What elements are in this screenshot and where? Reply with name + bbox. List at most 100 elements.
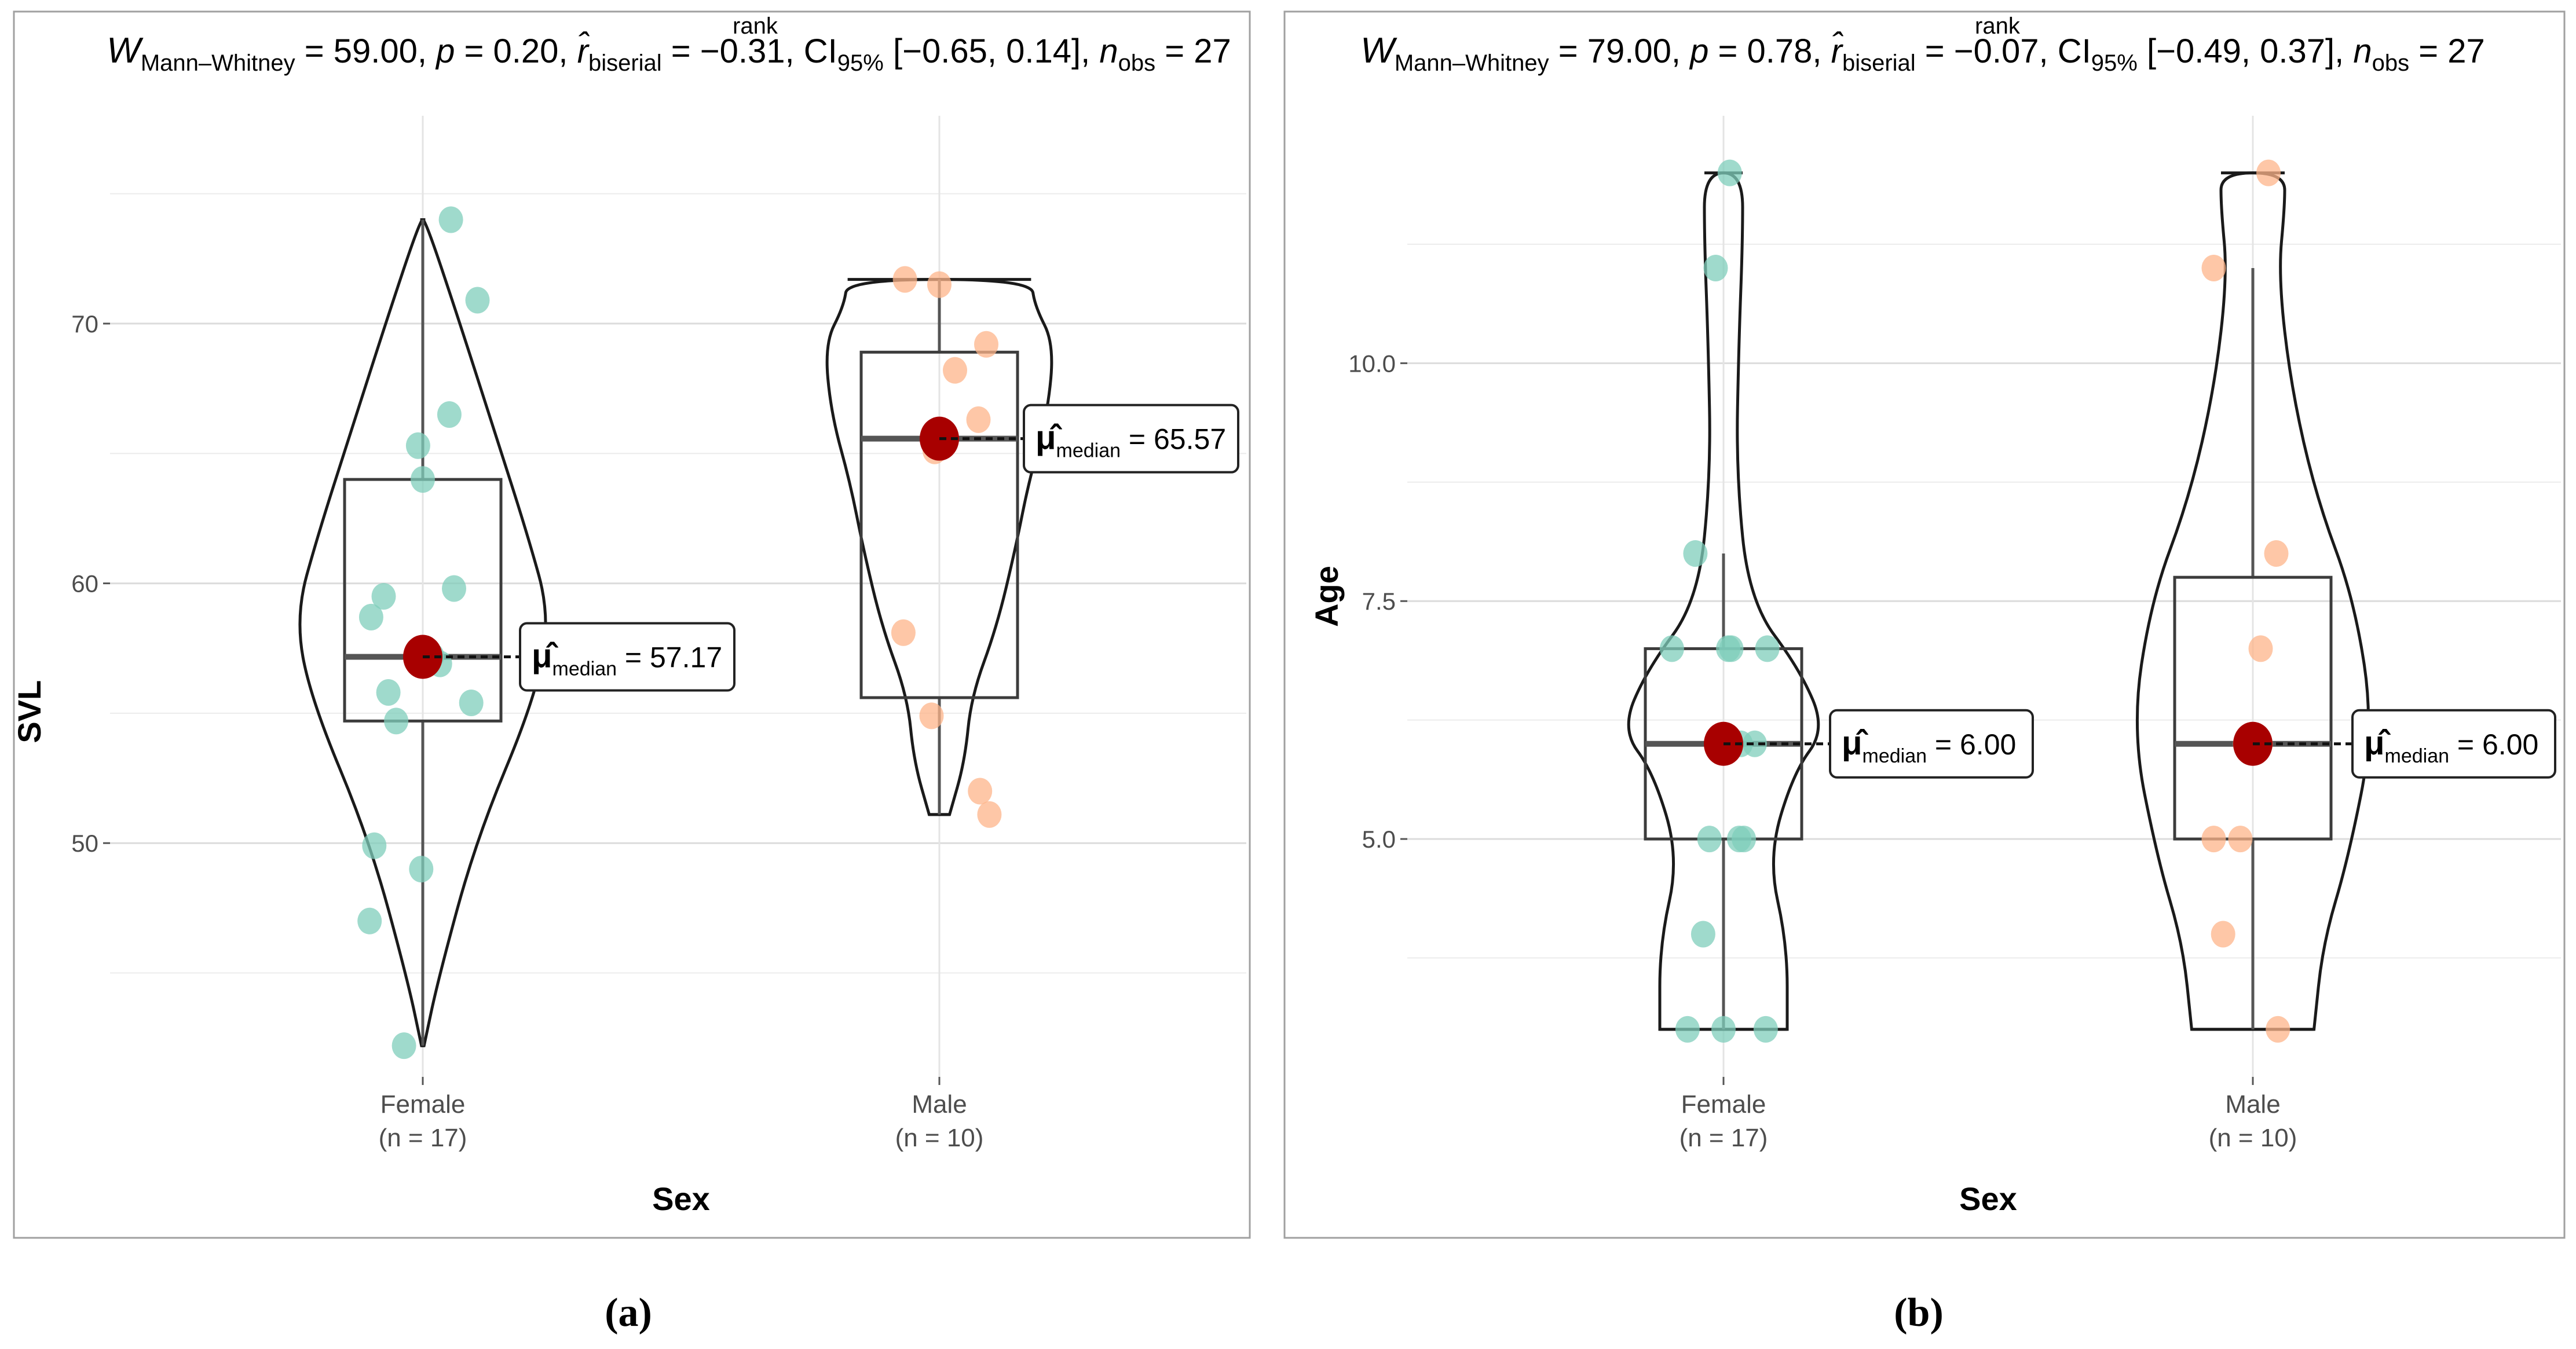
p-symbol: p bbox=[1689, 32, 1708, 70]
n-symbol: n bbox=[1099, 32, 1118, 70]
stats-subtitle: WMann–Whitney = 59.00, p = 0.20, r̂biser… bbox=[107, 31, 1231, 76]
sep: , bbox=[1812, 32, 1831, 70]
data-point bbox=[1711, 1016, 1736, 1043]
stat-symbol: W bbox=[1360, 31, 1397, 71]
ci-high: 0.14 bbox=[1006, 32, 1071, 70]
r-hat-symbol: r̂ bbox=[1831, 32, 1844, 70]
data-point bbox=[919, 702, 944, 730]
sep: , bbox=[1671, 32, 1690, 70]
median-label-box bbox=[1023, 404, 1239, 474]
data-point bbox=[2266, 1016, 2290, 1043]
stats-subtitle: WMann–Whitney = 79.00, p = 0.78, r̂biser… bbox=[1360, 31, 2484, 76]
x-axis-label: Sex bbox=[652, 1181, 710, 1217]
data-point bbox=[437, 401, 462, 428]
data-point bbox=[2201, 254, 2226, 281]
data-point bbox=[974, 331, 998, 358]
data-point bbox=[1683, 540, 1708, 567]
data-point bbox=[371, 583, 396, 610]
box-male bbox=[859, 350, 1019, 699]
median-label-box bbox=[2351, 709, 2556, 779]
equals-sign: = bbox=[1927, 728, 1960, 761]
n-value: 27 bbox=[2447, 32, 2485, 70]
y-axis-label: Age bbox=[1308, 566, 1345, 627]
p-value: 0.78 bbox=[1747, 32, 1813, 70]
violin-female bbox=[298, 218, 547, 1047]
data-point bbox=[968, 778, 993, 805]
data-point bbox=[1703, 254, 1728, 281]
r-hat-symbol: r̂ bbox=[577, 32, 590, 70]
panel-label: (b) bbox=[1894, 1291, 1944, 1335]
median-subscript: median bbox=[1056, 440, 1121, 462]
y-tick-label: 10.0 bbox=[1348, 350, 1396, 377]
x-tick-n-label: (n = 10) bbox=[2209, 1124, 2297, 1152]
data-point bbox=[442, 575, 466, 602]
data-point bbox=[391, 1032, 416, 1060]
p-symbol: p bbox=[435, 32, 455, 70]
r-superscript: rank bbox=[1975, 13, 2021, 39]
y-tick-label: 5.0 bbox=[1362, 826, 1396, 853]
ci-high: 0.37 bbox=[2260, 32, 2325, 70]
equals-sign: = bbox=[617, 641, 650, 674]
median-subscript: median bbox=[2385, 745, 2450, 767]
data-point bbox=[966, 406, 991, 433]
n-value: 27 bbox=[1194, 32, 1231, 70]
data-point bbox=[1755, 635, 1780, 662]
bracket-close: ], bbox=[1071, 32, 1099, 70]
data-point bbox=[1719, 635, 1744, 662]
r-superscript: rank bbox=[733, 13, 778, 39]
data-point bbox=[358, 603, 383, 630]
bracket-open: [ bbox=[884, 32, 902, 70]
x-tick-label: Female bbox=[380, 1090, 466, 1119]
ci-symbol: , CI bbox=[785, 32, 837, 70]
data-point bbox=[1675, 1016, 1700, 1043]
ci-subscript: 95% bbox=[837, 50, 884, 76]
data-point bbox=[1690, 921, 1715, 948]
data-point bbox=[2264, 540, 2289, 567]
y-tick-label: 50 bbox=[71, 830, 98, 857]
median-subscript: median bbox=[1863, 745, 1927, 767]
data-point bbox=[438, 206, 463, 233]
data-point bbox=[943, 357, 967, 384]
sep: , bbox=[987, 32, 1006, 70]
x-tick-n-label: (n = 10) bbox=[895, 1124, 984, 1152]
ci-subscript: 95% bbox=[2091, 50, 2138, 76]
n-subscript: obs bbox=[1118, 50, 1156, 76]
median-label-box bbox=[519, 622, 736, 692]
stat-subscript: Mann–Whitney bbox=[1395, 50, 1549, 76]
median-value: 57.17 bbox=[650, 641, 722, 674]
data-point bbox=[2248, 635, 2273, 662]
data-point bbox=[2201, 826, 2226, 853]
r-subscript: biserial bbox=[588, 50, 662, 76]
r-value: −0.31 bbox=[700, 32, 785, 70]
equals-sign: = bbox=[1121, 423, 1154, 456]
stat-symbol: W bbox=[107, 31, 144, 71]
data-point bbox=[376, 679, 401, 706]
data-point bbox=[1727, 826, 1751, 853]
data-point bbox=[384, 708, 409, 735]
data-point bbox=[977, 801, 1002, 828]
ci-low: −0.49 bbox=[2156, 32, 2241, 70]
data-point bbox=[1717, 159, 1742, 186]
median-subscript: median bbox=[552, 658, 617, 680]
equals: = bbox=[455, 32, 493, 70]
x-tick-label: Male bbox=[2225, 1090, 2280, 1119]
n-subscript: obs bbox=[2372, 50, 2410, 76]
panel-frame bbox=[1283, 10, 2566, 1239]
data-point bbox=[1659, 635, 1684, 662]
median-label: μ̂median = 6.00 bbox=[2364, 724, 2538, 767]
x-tick-n-label: (n = 17) bbox=[1679, 1124, 1768, 1152]
data-point bbox=[2211, 921, 2235, 948]
data-point bbox=[892, 266, 917, 293]
data-point bbox=[357, 907, 382, 934]
equals: = bbox=[1549, 32, 1587, 70]
stat-subscript: Mann–Whitney bbox=[141, 50, 295, 76]
sep: , bbox=[418, 32, 436, 70]
x-axis-label: Sex bbox=[1959, 1181, 2017, 1217]
y-tick-label: 70 bbox=[71, 310, 98, 338]
sep: , bbox=[2241, 32, 2260, 70]
data-point bbox=[1753, 1016, 1778, 1043]
data-point bbox=[362, 832, 387, 859]
